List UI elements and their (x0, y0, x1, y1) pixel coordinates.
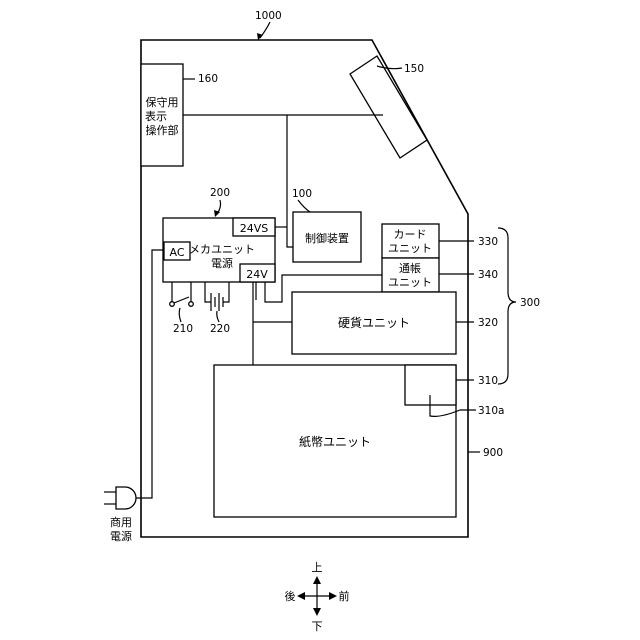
ref-330: 330 (478, 236, 498, 248)
ref-100: 100 (292, 188, 312, 200)
switch-contact-right (189, 302, 194, 307)
battery-lead-left (205, 282, 211, 302)
coin-unit-label: 硬貨ユニット (338, 315, 410, 330)
card-unit-label-line1: カード (394, 228, 427, 241)
ref-310a: 310a (478, 405, 504, 417)
ac-label: AC (169, 246, 184, 259)
ref-300: 300 (520, 297, 540, 309)
bill-unit-label: 紙幣ユニット (299, 434, 371, 449)
compass-arrow-up (313, 576, 321, 584)
leader-100 (298, 200, 310, 212)
output-24v-label: 24V (246, 268, 268, 281)
compass-arrow-down (313, 608, 321, 616)
leader-1000-arrowhead (257, 33, 263, 40)
mains-label-line2: 電源 (110, 529, 132, 543)
compass-arrow-right (329, 592, 337, 600)
maintenance-panel-label-line1: 保守用 (146, 95, 179, 109)
ref-340: 340 (478, 269, 498, 281)
maintenance-panel-label-line3: 操作部 (146, 123, 179, 137)
mains-cord (134, 250, 164, 498)
passbook-unit-label-line1: 通帳 (399, 261, 421, 275)
mains-plug-body (116, 487, 136, 509)
leader-210 (179, 308, 181, 322)
compass-label-front: 前 (339, 589, 350, 603)
compass-label-back: 後 (285, 589, 296, 603)
switch-contact-left (170, 302, 175, 307)
compass-label-up: 上 (312, 561, 323, 574)
power-unit-label-line1: メカユニット (189, 243, 255, 256)
ref-200: 200 (210, 187, 230, 199)
ref-320: 320 (478, 317, 498, 329)
ref-160: 160 (198, 73, 218, 85)
mains-label-line1: 商用 (110, 515, 132, 529)
ref-310: 310 (478, 375, 498, 387)
ref-210: 210 (173, 323, 193, 335)
ref-150: 150 (404, 63, 424, 75)
bracket-300 (498, 228, 516, 384)
passbook-unit-label-line2: ユニット (388, 276, 432, 289)
output-24vs-label: 24VS (240, 222, 269, 235)
card-unit-label-line2: ユニット (388, 242, 432, 255)
bus-line-down-to-controller (287, 115, 293, 247)
ref-1000: 1000 (255, 10, 282, 22)
power-unit-label-line2: 電源 (211, 256, 233, 270)
switch-lever (174, 297, 189, 303)
leader-220 (217, 311, 219, 322)
compass-arrow-left (297, 592, 305, 600)
controller-label: 制御装置 (305, 231, 349, 245)
ref-900: 900 (483, 447, 503, 459)
compass-label-down: 下 (312, 620, 323, 633)
maintenance-panel-label-line2: 表示 (145, 109, 167, 123)
ref-220: 220 (210, 323, 230, 335)
battery-lead-right (223, 282, 229, 302)
